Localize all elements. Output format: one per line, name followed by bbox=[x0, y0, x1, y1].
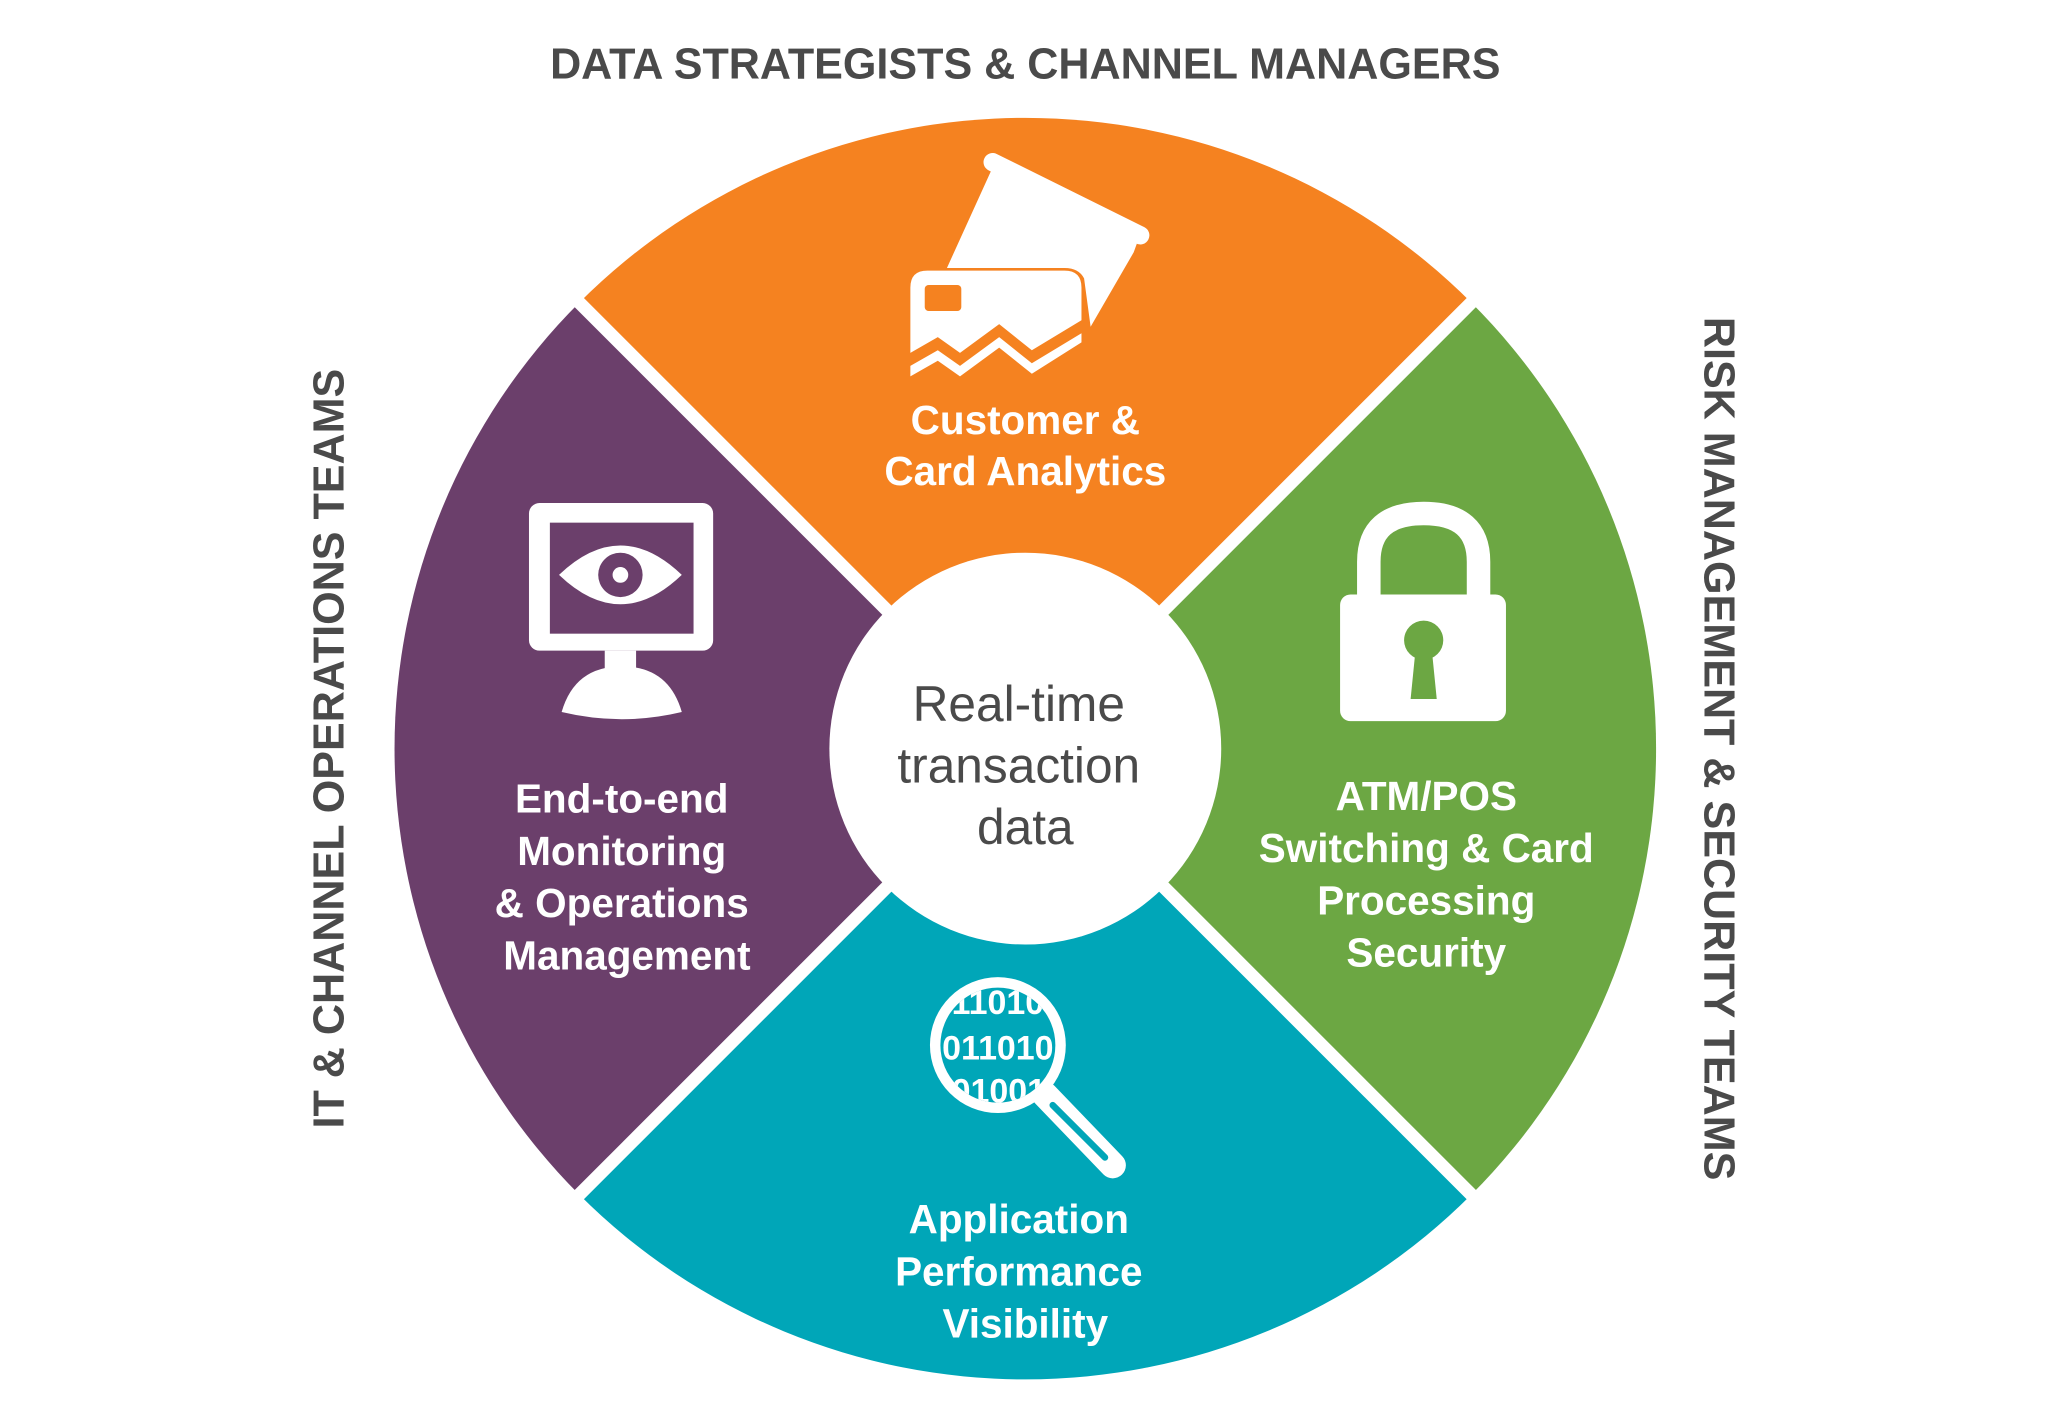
padlock-icon bbox=[1340, 501, 1506, 722]
segment-left-label: & Operations bbox=[495, 880, 749, 926]
segment-bottom-label: Visibility bbox=[942, 1301, 1108, 1347]
segment-right-label: Processing bbox=[1317, 877, 1535, 923]
segment-top bbox=[579, 117, 1472, 749]
monitor-eye-icon bbox=[528, 503, 714, 720]
segment-right-label: ATM/POS bbox=[1336, 773, 1517, 819]
segment-right bbox=[1025, 302, 1657, 1195]
center-hub bbox=[829, 552, 1222, 945]
center-line: Real-time bbox=[913, 676, 1125, 732]
segment-top-label: Card Analytics bbox=[884, 448, 1166, 494]
team-label-top: DATA STRATEGISTS & CHANNEL MANAGERS bbox=[550, 41, 1500, 89]
segment-top-label: Customer & bbox=[911, 397, 1140, 443]
segment-left-label: Monitoring bbox=[517, 828, 726, 874]
magnifier-binary-icon: 0110101 10110101 1010011 bbox=[923, 977, 1126, 1179]
segment-bottom-label: Performance bbox=[895, 1248, 1142, 1294]
team-label-left: IT & CHANNEL OPERATIONS TEAMS bbox=[306, 369, 354, 1129]
credit-card-chart-icon bbox=[910, 153, 1150, 377]
center-line: transaction bbox=[897, 738, 1140, 794]
segment-right-label: Switching & Card bbox=[1259, 825, 1594, 871]
center-text: Real-time transaction data bbox=[897, 676, 1140, 855]
segment-right-label: Security bbox=[1346, 930, 1506, 976]
center-line: data bbox=[977, 799, 1074, 855]
segment-left-label: End-to-end bbox=[515, 776, 729, 822]
segment-left-label: Management bbox=[503, 932, 750, 978]
segment-bottom-label: Application bbox=[909, 1196, 1129, 1242]
binary-line: 10110101 bbox=[923, 1029, 1072, 1067]
team-label-right: RISK MANAGEMENT & SECURITY TEAMS bbox=[1694, 317, 1742, 1181]
